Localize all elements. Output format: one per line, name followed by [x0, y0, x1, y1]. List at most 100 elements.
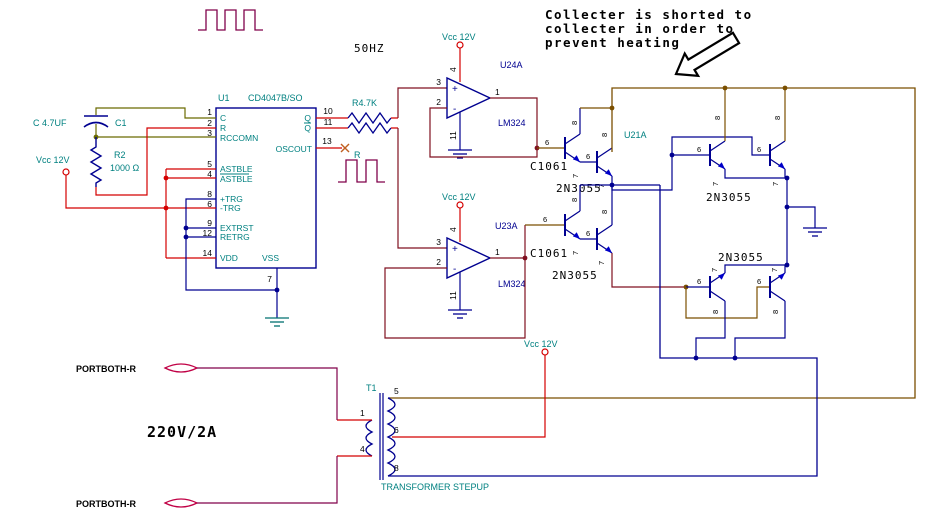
ground-branch: [787, 206, 816, 228]
opamp-ref: U24A: [500, 60, 523, 70]
transistor-2n3055d: [709, 272, 726, 302]
pin-number: 3: [207, 128, 212, 138]
emitter-to-bases-wire: [611, 136, 770, 191]
transistor-ref: C1061: [530, 247, 568, 260]
pin-name: ASTBLE: [220, 164, 253, 174]
junction-dot: [183, 234, 189, 240]
emitter-join-wire: [724, 264, 787, 273]
opamp-triangle: [446, 236, 492, 280]
pin-name: ASTBLE: [220, 174, 253, 184]
pin-number: 14: [203, 248, 213, 258]
pin-number: 3: [436, 237, 441, 247]
pin-number: 2: [436, 97, 441, 107]
pin-number: 6: [545, 138, 549, 147]
pin-number: 6: [394, 425, 399, 435]
ic-u1-cd4047: U1 CD4047B/SO 1 2 3 5 4 8 6 9 12 14 C R …: [196, 93, 348, 327]
pin-number: 1: [495, 87, 500, 97]
port-label: PORTBOTH-R: [76, 499, 136, 509]
opamp-part: LM324: [498, 118, 526, 128]
pin-number: 8: [711, 310, 720, 314]
junction-dot: [784, 175, 790, 181]
pin-number: 8: [394, 463, 399, 473]
annotation-line-3: prevent heating: [545, 35, 680, 50]
upper-transistor-bank: 6 C1061 2N3055 U21A 2N3055 6 6 6 8 8 7 7…: [530, 85, 828, 265]
pin-number: 2: [436, 257, 441, 267]
junction-dot: [784, 262, 790, 268]
resistor-ref: R4.7K: [352, 98, 377, 108]
pin-name: -TRG: [220, 203, 241, 213]
wire-to-amp2-input: [397, 128, 447, 249]
collector-risers: [724, 88, 786, 141]
annotation-line-1: Collecter is shorted to: [545, 7, 753, 22]
plus-input-symbol: +: [452, 84, 458, 95]
pin-number: 6: [697, 277, 701, 286]
lower-transistor-bank: 6 C1061 2N3055 2N3055 6 6 6 8 8 7 7 7 7 …: [525, 182, 790, 361]
pin-name-vss: VSS: [262, 253, 279, 263]
pin-number: 11: [448, 131, 458, 140]
transistor-2n3055e: [769, 272, 786, 302]
pin-number: 6: [543, 215, 547, 224]
port-lens-icon: [163, 363, 199, 373]
pin-number: 13: [322, 136, 332, 146]
port-wire: [197, 456, 338, 504]
pin-name-qbar: Q: [304, 113, 311, 123]
pin-number: 8: [570, 198, 579, 202]
annotation-line-2: collecter in order to: [545, 21, 735, 36]
minus-input-symbol: -: [453, 264, 456, 275]
vcc-distribution-wires: [165, 168, 196, 259]
opamp-u24a: + - 3 2 1 4 11 U24A LM324 Vcc 12V: [429, 32, 540, 159]
oscout-area: R: [338, 143, 385, 183]
pin-number: 6: [586, 152, 590, 161]
pin-name-q: Q: [304, 123, 311, 133]
center-tap-wire: [392, 355, 546, 438]
pin-number: 8: [713, 116, 722, 120]
pin-number: 8: [570, 121, 579, 125]
plus-input-symbol: +: [452, 244, 458, 255]
vcc-circle-icon: [62, 168, 70, 176]
port-bottom: PORTBOTH-R: [76, 456, 338, 509]
pin-number: 8: [600, 133, 609, 137]
ground-symbol-vss: [264, 317, 290, 327]
collector-bus-brown: [390, 87, 916, 399]
pin-number: 9: [207, 218, 212, 228]
opamp-part: LM324: [498, 279, 526, 289]
pin-name: VDD: [220, 253, 238, 263]
pin-number: 4: [448, 227, 458, 232]
ic-left-pin-wires: [196, 117, 216, 259]
left-passives: C 4.7UF C1 R2 1000 Ω Vcc 12V: [33, 107, 280, 293]
secondary-winding: [386, 397, 396, 477]
ic-part: CD4047B/SO: [248, 93, 303, 103]
transistor-c1061b: [564, 210, 581, 240]
transistor-c1061a: [564, 133, 581, 163]
junction-dot: [784, 204, 790, 210]
no-connect-x-icon: [340, 143, 350, 153]
pin-number: 7: [597, 261, 606, 265]
port-wire: [197, 367, 338, 420]
pin-number: 12: [203, 228, 213, 238]
transformer-ref: T1: [366, 383, 377, 393]
vcc-circle-icon: [456, 41, 464, 49]
junction-dot: [163, 205, 169, 211]
junction-dot: [183, 225, 189, 231]
port-top: PORTBOTH-R: [76, 363, 338, 420]
squarewave-oscout-icon: [338, 159, 385, 183]
primary-winding: [365, 419, 374, 457]
pin-number: 5: [394, 386, 399, 396]
ic-body: [215, 107, 317, 269]
transistor-2n3055c: [596, 224, 613, 254]
transistor-2n3055b1: [709, 140, 726, 170]
pin-number: 6: [757, 277, 761, 286]
squarewave-clock-icon: [198, 9, 263, 31]
resistor-ref: R2: [114, 150, 126, 160]
collector-bus-blue: [390, 185, 818, 477]
pin-name: EXTRST: [220, 223, 254, 233]
vcc-terminal-bottom: Vcc 12V: [392, 339, 558, 438]
resistor-r2: [89, 127, 196, 196]
wire-to-amp1-input: [397, 87, 447, 118]
port-lens-icon: [163, 498, 199, 508]
ic-ref: U1: [218, 93, 230, 103]
capacitor-value: C 4.7UF: [33, 118, 67, 128]
output-wire: [490, 97, 538, 148]
pin-number: 7: [710, 268, 719, 272]
